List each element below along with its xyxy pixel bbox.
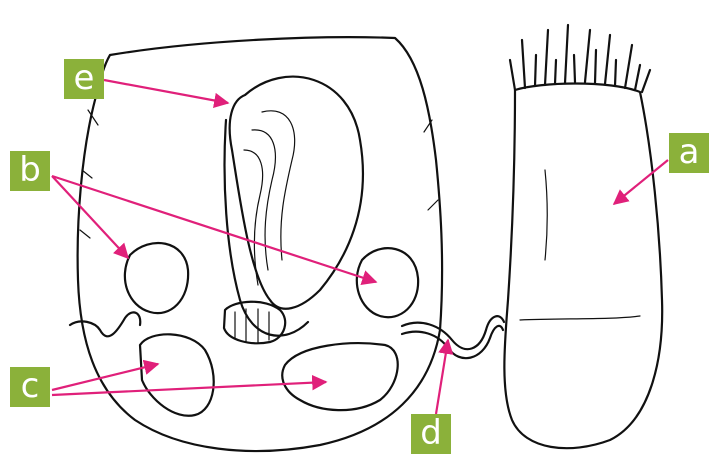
label-a: a	[669, 133, 709, 173]
arrow-e	[104, 80, 228, 103]
label-b: b	[10, 151, 50, 191]
left-pouch	[125, 243, 188, 313]
lower-left-lobe	[140, 334, 214, 415]
tubular-organ	[504, 25, 662, 448]
label-d: d	[411, 414, 451, 454]
connecting-duct	[402, 316, 504, 358]
arrow-d	[436, 340, 448, 414]
central-coil	[224, 77, 363, 344]
label-c: c	[10, 367, 50, 407]
lower-right-lobe	[282, 343, 397, 410]
right-pouch	[357, 248, 418, 317]
arrow-c-right	[52, 382, 326, 395]
arrow-a	[614, 160, 668, 204]
label-e: e	[64, 59, 104, 99]
